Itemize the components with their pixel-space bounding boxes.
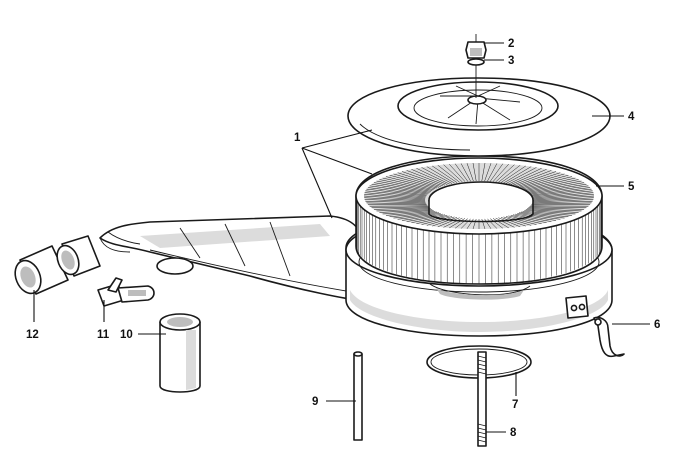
callout-3: 3	[508, 55, 514, 67]
leader-lines	[33, 42, 650, 433]
callout-5: 5	[628, 181, 635, 193]
callout-7: 7	[512, 399, 518, 411]
hose-section	[159, 313, 201, 393]
callout-4: 4	[628, 111, 635, 123]
stud-bolt	[477, 351, 487, 447]
callout-9: 9	[312, 396, 318, 408]
intake-duct	[99, 215, 363, 301]
valve-fitting	[97, 277, 155, 307]
hose-coupler	[14, 235, 101, 295]
callout-labels: 1 2 3 4 5 6 7 8 9 10 11 12	[26, 38, 660, 439]
callout-6: 6	[654, 319, 660, 331]
filter-element	[355, 155, 603, 285]
support-rod	[353, 351, 363, 441]
nut	[465, 34, 487, 59]
callout-2: 2	[508, 38, 514, 50]
callout-11: 11	[97, 329, 110, 341]
callout-1: 1	[294, 132, 301, 144]
callout-12: 12	[26, 329, 39, 341]
clamp-clip	[593, 316, 625, 358]
callout-10: 10	[120, 329, 133, 341]
callout-8: 8	[510, 427, 517, 439]
filter-cover	[347, 77, 611, 157]
washer	[467, 58, 485, 98]
